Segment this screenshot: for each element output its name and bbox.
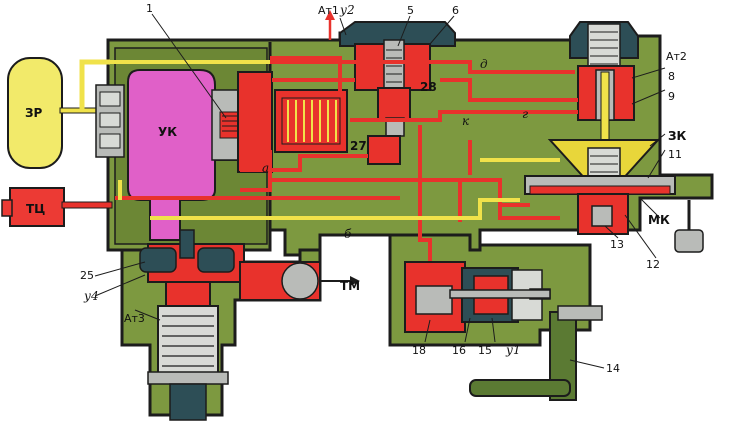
callout-28: 28: [420, 80, 437, 94]
port-at3: Ат3: [124, 312, 145, 325]
label-zr: ЗР: [25, 106, 43, 120]
callout-1: 1: [146, 2, 153, 15]
callout-16: 16: [452, 344, 466, 357]
label-tm: ТМ: [340, 279, 360, 293]
seal-u4: у4: [83, 289, 99, 303]
label-tc: ТЦ: [26, 202, 45, 216]
callout-14: 14: [606, 362, 620, 375]
callout-9: 9: [668, 90, 675, 103]
channel-g: г: [522, 107, 528, 121]
seal-u1: у1: [505, 343, 521, 357]
callout-25: 25: [80, 269, 94, 282]
callout-12: 12: [646, 258, 660, 271]
channel-b: б: [344, 227, 352, 241]
callout-27: 27: [350, 139, 367, 153]
port-at2: Ат2: [666, 50, 687, 63]
channel-d: д: [480, 57, 488, 71]
zr-feed-pipe: [79, 59, 110, 110]
callout-15: 15: [478, 344, 492, 357]
channel-b: [110, 60, 560, 220]
channel-k: к: [462, 114, 470, 128]
label-uk: УК: [158, 125, 177, 139]
label-mk: МК: [648, 213, 670, 227]
callout-5: 5: [407, 4, 414, 17]
label-zk: ЗК: [668, 129, 687, 143]
seal-u2: у2: [339, 3, 355, 17]
callout-8: 8: [668, 70, 675, 83]
callout-11: 11: [668, 148, 682, 161]
callout-18: 18: [412, 344, 426, 357]
uk-right-chamber: [237, 71, 273, 173]
top-cap-teal: [339, 21, 456, 47]
air-channels: [115, 56, 578, 270]
callout-13: 13: [610, 238, 624, 251]
callout-6: 6: [452, 4, 459, 17]
channel-a: а: [262, 161, 269, 175]
port-at1: Ат1: [318, 4, 339, 17]
valve-25-body: [139, 247, 177, 273]
